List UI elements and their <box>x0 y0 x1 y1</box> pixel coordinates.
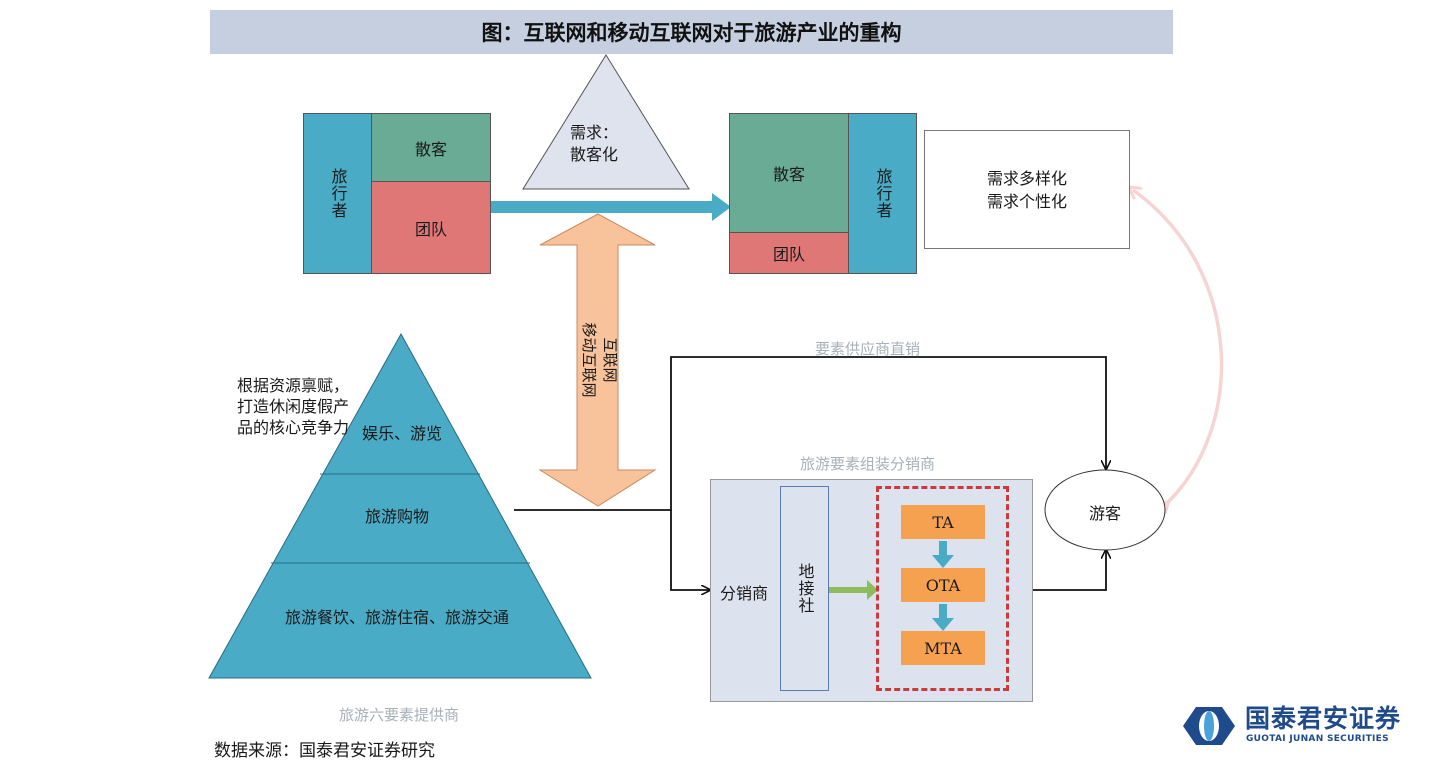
right-traveler-label: 旅行者 <box>873 168 893 219</box>
logo-name-cn: 国泰君安证券 <box>1245 704 1402 733</box>
agency-arrows <box>932 541 954 631</box>
tourist-label: 游客 <box>1089 504 1122 523</box>
pyramid <box>208 332 592 679</box>
arrow-ota-mta <box>932 604 954 631</box>
demand-triangle <box>522 54 690 190</box>
local-agency-label: 地接社 <box>795 563 815 614</box>
right-individual-box: 散客 <box>729 113 849 233</box>
left-group-box: 团队 <box>371 181 491 274</box>
agency-dashed-group <box>876 486 1009 691</box>
agency-ota-box: OTA <box>901 568 985 602</box>
tourist-needs-curve <box>1133 190 1224 505</box>
right-traveler-column: 旅行者 <box>848 113 917 274</box>
needs-line-1: 需求多样化 <box>986 168 1067 188</box>
agency-ota-label: OTA <box>925 575 961 595</box>
right-group-box: 团队 <box>729 232 849 274</box>
page-title: 图：互联网和移动互联网对于旅游产业的重构 <box>210 10 1173 54</box>
demand-line-2: 散客化 <box>570 145 619 164</box>
left-individual-label: 散客 <box>414 139 447 159</box>
needs-line-2: 需求个性化 <box>986 191 1067 211</box>
internet-arrow-label: 互联网 移动互联网 <box>576 300 620 420</box>
agency-mta-label: MTA <box>924 638 962 658</box>
pyramid-annotation: 根据资源禀赋， 打造休闲度假产 品的核心竞争力 <box>237 375 349 438</box>
to-distributor-line <box>670 510 710 590</box>
annotation-line-1: 根据资源禀赋， <box>237 376 350 395</box>
agency-mta-box: MTA <box>901 631 985 665</box>
left-traveler-label: 旅行者 <box>328 168 348 219</box>
internet-double-arrow <box>538 213 657 507</box>
arrow-ta-ota <box>932 541 954 568</box>
pyramid-bottom-label: 旅游餐饮、旅游住宿、旅游交通 <box>285 608 510 627</box>
brand-logo: 国泰君安证券 GUOTAI JUNAN SECURITIES <box>1183 705 1428 747</box>
agency-ta-label: TA <box>932 512 954 532</box>
demand-line-1: 需求： <box>570 123 619 142</box>
internet-line-1: 互联网 <box>601 337 619 383</box>
agency-ta-box: TA <box>901 505 985 539</box>
source-note: 数据来源：国泰君安证券研究 <box>214 741 435 761</box>
green-arrow <box>829 580 878 600</box>
demand-triangle-text: 需求： 散客化 <box>570 122 650 166</box>
title-text: 图：互联网和移动互联网对于旅游产业的重构 <box>481 20 902 45</box>
internet-line-2: 移动互联网 <box>580 322 598 398</box>
left-traveler-column: 旅行者 <box>303 113 372 274</box>
tourist-node <box>1044 469 1166 551</box>
pyramid-middle-label: 旅游购物 <box>365 507 430 526</box>
distributor-to-tourist-line <box>1033 550 1106 591</box>
needs-box: 需求多样化 需求个性化 <box>924 130 1130 249</box>
right-individual-label: 散客 <box>772 165 805 184</box>
pyramid-top-label: 娱乐、游览 <box>362 424 443 443</box>
logo-mark-icon <box>1183 707 1235 745</box>
annotation-line-2: 打造休闲度假产 <box>237 397 350 416</box>
distributor-label: 分销商 <box>720 584 769 603</box>
pyramid-caption: 旅游六要素提供商 <box>339 706 460 724</box>
annotation-line-3: 品的核心竞争力 <box>237 418 350 437</box>
left-group-label: 团队 <box>414 219 447 239</box>
distributor-group-label: 旅游要素组装分销商 <box>800 455 936 473</box>
left-individual-box: 散客 <box>371 113 491 182</box>
local-agency-box: 地接社 <box>780 486 829 691</box>
direct-sales-label: 要素供应商直销 <box>815 340 921 358</box>
teal-flow-arrow <box>491 193 731 221</box>
direct-sales-line <box>514 356 1106 511</box>
right-group-label: 团队 <box>772 245 805 264</box>
logo-name-en: GUOTAI JUNAN SECURITIES <box>1246 734 1389 744</box>
